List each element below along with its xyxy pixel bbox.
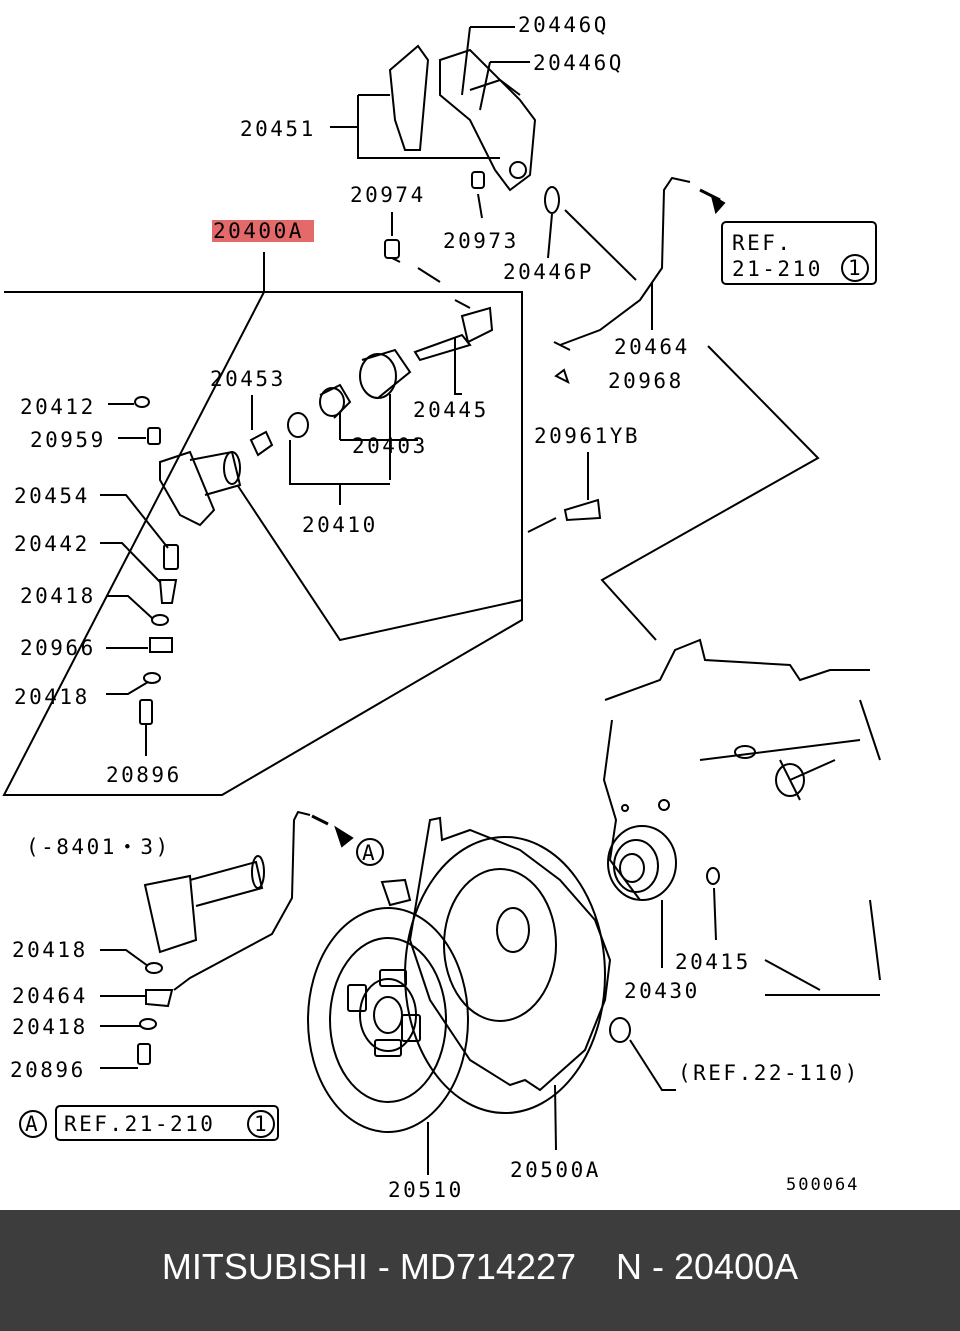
part-number: MD714227 — [399, 1245, 576, 1287]
label-20464-bottom: 20464 — [12, 984, 88, 1008]
label-20400a: 20400A — [213, 219, 304, 243]
callout-a-bottom: A — [25, 1112, 40, 1136]
footer-caption: MITSUBISHI - MD714227 N - 20400A — [0, 1210, 960, 1331]
separator-2: - — [642, 1245, 675, 1287]
pressure-plate — [380, 816, 612, 1151]
release-bearing — [607, 825, 720, 1091]
brand-name: MITSUBISHI — [161, 1245, 368, 1287]
label-20961yb: 20961YB — [534, 424, 640, 448]
gap — [576, 1246, 616, 1287]
separator: - — [367, 1245, 400, 1287]
ref-top-line2: 21-210 — [732, 257, 823, 281]
old-slave-cylinder — [19, 810, 384, 1141]
ref-box-top — [721, 221, 877, 285]
hose-top — [553, 176, 820, 641]
label-20446q-b: 20446Q — [533, 51, 624, 75]
label-20959: 20959 — [30, 428, 106, 452]
transmission-housing — [602, 638, 881, 996]
ref-bottom-circle-num: 1 — [254, 1112, 269, 1136]
label-20442: 20442 — [14, 532, 90, 556]
label-20974: 20974 — [350, 183, 426, 207]
label-20412: 20412 — [20, 395, 96, 419]
label-20454: 20454 — [14, 484, 90, 508]
ref-top-line1: REF. — [732, 231, 793, 255]
label-20418-d: 20418 — [12, 1015, 88, 1039]
n-label: N — [616, 1245, 643, 1287]
label-20451: 20451 — [240, 117, 316, 141]
ref-number: 20400A — [674, 1245, 799, 1287]
label-20446q-a: 20446Q — [518, 13, 609, 37]
label-20445: 20445 — [413, 398, 489, 422]
label-8401: (-8401・3) — [26, 835, 171, 859]
label-20453: 20453 — [210, 367, 286, 391]
label-20430: 20430 — [624, 979, 700, 1003]
highlight-box — [212, 220, 314, 242]
label-20446p: 20446P — [503, 260, 594, 284]
label-20510: 20510 — [388, 1178, 464, 1202]
caption-text: MITSUBISHI - MD714227 N - 20400A — [162, 1246, 798, 1288]
clutch-disc — [307, 907, 469, 1175]
label-20403: 20403 — [352, 434, 428, 458]
label-20896-a: 20896 — [106, 763, 182, 787]
label-20968: 20968 — [608, 369, 684, 393]
label-20500a: 20500A — [510, 1158, 601, 1182]
label-20464-top: 20464 — [614, 335, 690, 359]
group-border — [2, 252, 523, 796]
label-ref-22-110: (REF.22-110) — [678, 1061, 860, 1085]
label-20896-b: 20896 — [10, 1058, 86, 1082]
label-20966: 20966 — [20, 636, 96, 660]
ref-bottom: REF.21-210 — [64, 1112, 215, 1136]
label-20418-a: 20418 — [20, 584, 96, 608]
label-20418-c: 20418 — [12, 938, 88, 962]
label-20415: 20415 — [675, 950, 751, 974]
release-fork — [330, 26, 637, 309]
parts-diagram: 20446Q 20446Q 20451 20974 20973 20446P 2… — [2, 13, 881, 1202]
ref-top-circle-num: 1 — [848, 256, 863, 280]
label-20973: 20973 — [443, 229, 519, 253]
ref-circle-top — [841, 254, 869, 282]
label-20410: 20410 — [302, 513, 378, 537]
callout-a-top: A — [362, 841, 377, 865]
label-500064: 500064 — [786, 1175, 859, 1195]
label-20418-b: 20418 — [14, 685, 90, 709]
slave-cylinder-parts — [100, 306, 602, 756]
